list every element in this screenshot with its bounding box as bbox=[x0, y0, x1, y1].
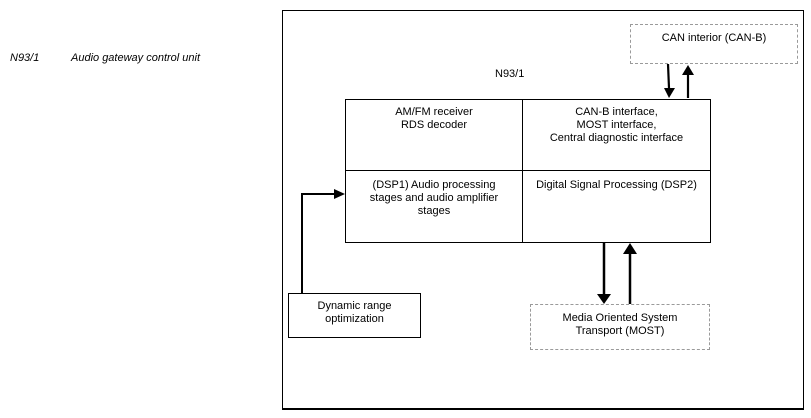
control-unit-label: N93/1 bbox=[495, 68, 525, 80]
can-up-arrow bbox=[682, 65, 694, 98]
most-label: Media Oriented System Transport (MOST) bbox=[562, 312, 678, 337]
can-down-arrow bbox=[664, 63, 675, 98]
can-interior-box: CAN interior (CAN-B) bbox=[630, 24, 798, 64]
internal-block-grid: AM/FM receiver RDS decoder CAN-B interfa… bbox=[345, 99, 711, 243]
dynamic-range-arrow bbox=[301, 189, 345, 293]
can-interior-label: CAN interior (CAN-B) bbox=[661, 32, 767, 44]
dynamic-range-label: Dynamic range optimization bbox=[317, 300, 392, 325]
caption-title: Audio gateway control unit bbox=[71, 52, 201, 64]
grid-vertical-divider bbox=[522, 100, 523, 242]
most-down-arrow bbox=[597, 243, 611, 304]
control-unit-frame bbox=[282, 10, 804, 410]
interfaces-cell: CAN-B interface, MOST interface, Central… bbox=[549, 106, 684, 144]
grid-horizontal-divider bbox=[346, 170, 710, 171]
caption-code: N93/1 bbox=[10, 52, 40, 64]
most-box: Media Oriented System Transport (MOST) bbox=[530, 304, 710, 350]
dynamic-range-box: Dynamic range optimization bbox=[288, 293, 421, 338]
radio-receiver-cell: AM/FM receiver RDS decoder bbox=[395, 106, 473, 131]
dsp2-cell: Digital Signal Processing (DSP2) bbox=[536, 179, 697, 191]
dsp1-cell: (DSP1) Audio processing stages and audio… bbox=[369, 179, 499, 217]
most-up-arrow bbox=[623, 243, 637, 304]
